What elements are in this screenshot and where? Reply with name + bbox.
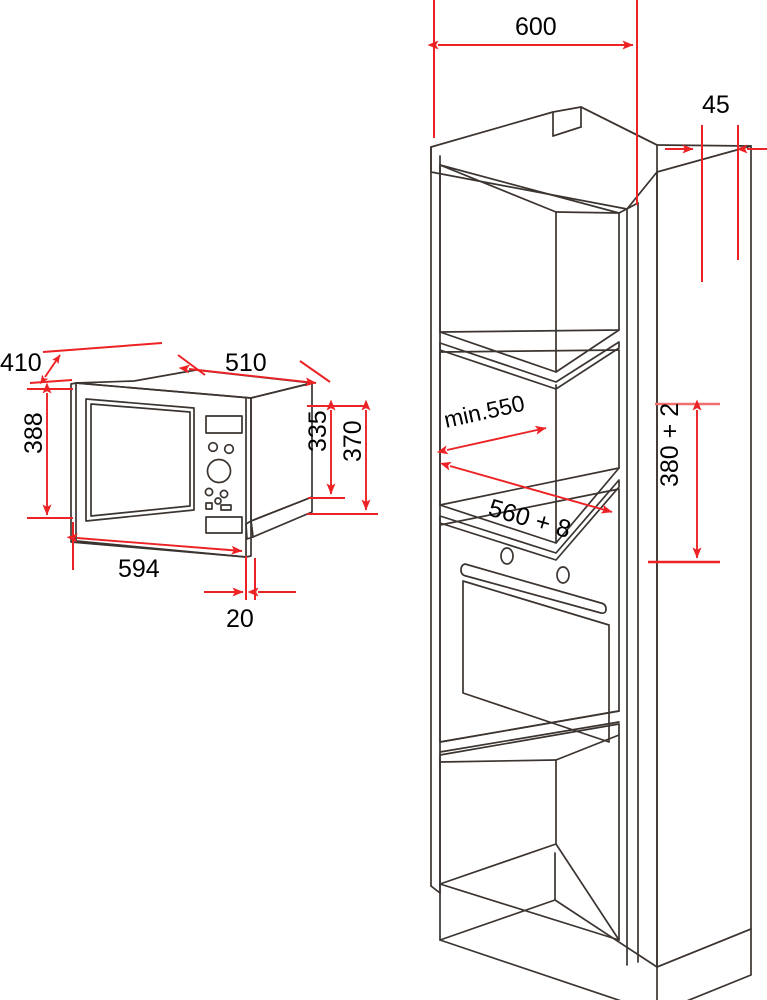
button-rect-right[interactable] [220,504,232,511]
oven-door-window-outer [85,398,195,522]
tall-cabinet-isometric-view [430,106,752,1000]
large-dial[interactable] [206,458,232,484]
button-square-left[interactable] [205,502,213,510]
comp4-back-top-left [439,759,557,763]
dim-label-594: 594 [118,555,160,583]
dim-arrow-510 [178,364,317,387]
compartment-top-open [439,164,639,390]
oven-bottom-edge2 [439,721,620,753]
oven-door-window-inner [90,403,191,517]
display-window[interactable] [205,415,243,434]
handle-bar[interactable] [205,516,243,534]
dim-label-380plus2: 380 + 2 [656,403,684,487]
microwave-isometric-view [70,369,313,558]
plinth-left-face [439,852,556,941]
dim-arrow-min550 [436,425,547,455]
button-small-b[interactable] [219,489,229,499]
dim-arrow-410 [40,354,61,385]
plinth-bottom-front [439,939,622,1000]
dim-label-370: 370 [339,420,367,462]
comp4-back-top-right [555,734,620,761]
comp1-shelf-front-edge [439,341,620,390]
dim-label-335: 335 [304,410,332,452]
plinth-front-right [554,899,658,968]
button-small-a[interactable] [204,487,214,497]
small-knob-right[interactable] [223,443,235,455]
comp1-right-connect [618,202,639,214]
cabinet-notch-top-edge [552,106,582,113]
cabinet-notch-inner-edge [552,126,582,137]
dim-label-510: 510 [225,349,267,377]
oven-knob-left[interactable] [500,547,514,565]
dim-arrow-594 [66,533,243,555]
dim-label-20: 20 [226,605,254,633]
oven-handle[interactable] [460,563,607,615]
oven-door-window [462,580,610,743]
ext-line-410-upper [42,342,163,353]
dim-label-388: 388 [20,412,48,454]
cabinet-left-bottom-edge [430,885,441,894]
plinth-right-face [656,928,752,1000]
cabinet-top-right-edge [580,106,658,146]
cabinet-top-right-top-edge [656,144,752,147]
comp1-back-top-right [555,211,620,214]
small-knob-left[interactable] [207,441,219,453]
dim-arrow-560plus8 [439,461,613,514]
dim-label-410: 410 [0,349,42,377]
compartment-bottom-open [439,723,620,941]
oven-bottom-edge [439,710,620,743]
dim-label-45: 45 [702,91,730,119]
cabinet-plinth [439,852,752,1000]
comp1-back-top-left [439,164,557,213]
control-panel [204,415,243,534]
microwave-dimensions: 410 510 388 335 370 594 20 [0,342,378,633]
oven-knob-right[interactable] [556,566,570,584]
button-small-c[interactable] [214,497,222,505]
comp2-shelf-front-edge [439,479,620,561]
dim-label-600: 600 [515,13,557,41]
